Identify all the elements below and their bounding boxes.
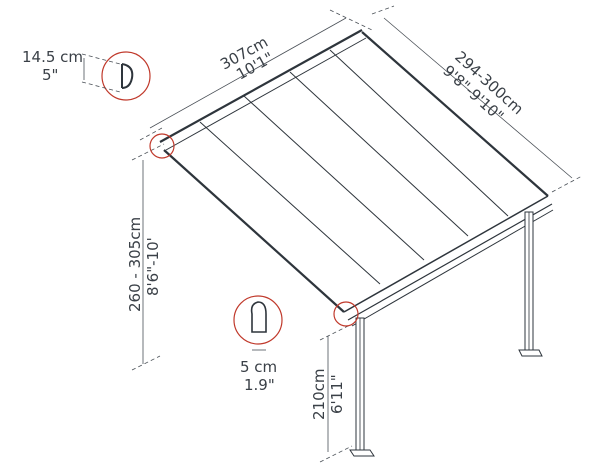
front-right-post (518, 211, 543, 357)
wall-corner-callout (149, 133, 175, 159)
post-profile-imperial-label: 1.9" (244, 376, 275, 394)
wall-height-dimension (131, 143, 165, 371)
post-profile-metric-label: 5 cm (240, 358, 277, 376)
post-height-dimension (319, 325, 353, 463)
front-corner-callout (333, 301, 359, 327)
front-left-post (349, 317, 375, 457)
wall-bracket-metric-label: 14.5 cm (22, 48, 83, 66)
width-dimension (139, 9, 373, 141)
wall-bracket-callout (81, 51, 151, 101)
post-profile-callout (233, 295, 283, 351)
roof (159, 29, 554, 327)
post-height-imperial-label: 6'11" (328, 374, 346, 414)
wall-height-imperial-label: 8'6"-10' (144, 237, 162, 296)
wall-height-metric-label: 260 - 305cm (126, 217, 144, 312)
depth-dimension (371, 5, 583, 193)
post-height-metric-label: 210cm (310, 369, 328, 421)
wall-bracket-imperial-label: 5" (42, 66, 58, 84)
